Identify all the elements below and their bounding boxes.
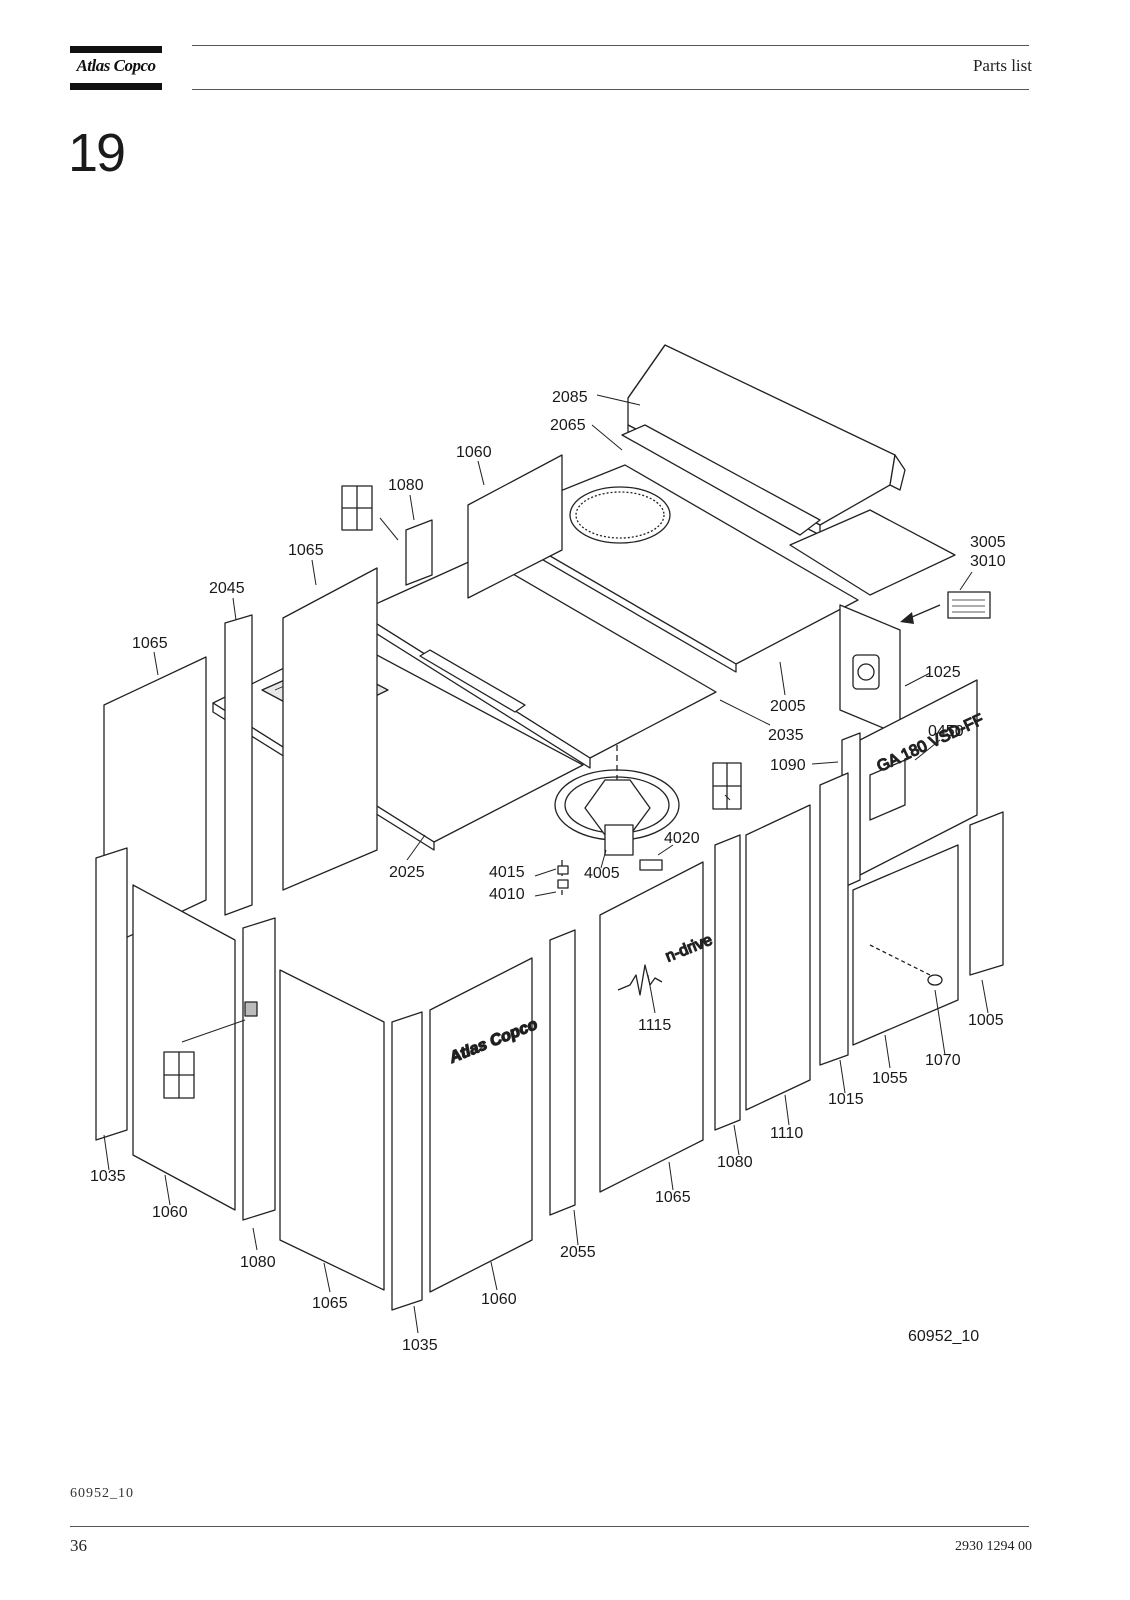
part-post-1080-front [242, 917, 276, 1221]
part-panel-1110 [745, 804, 811, 1111]
safety-label-mid [712, 762, 742, 810]
part-hood-frame [621, 424, 821, 536]
part-door-1060-left [132, 884, 258, 1211]
pointer-arrow [900, 604, 941, 624]
page-number: 36 [70, 1536, 87, 1555]
callout-1080: 1080 [717, 1154, 753, 1171]
callout-1035: 1035 [402, 1337, 438, 1354]
header-title: Parts list [972, 56, 1032, 75]
callout-1025: 1025 [925, 664, 961, 681]
part-fan-assembly [554, 745, 680, 895]
callout-1080: 1080 [240, 1254, 276, 1271]
callout-1065: 1065 [288, 542, 324, 559]
safety-label-top [341, 485, 373, 531]
callout-0450: 0450 [928, 723, 964, 740]
part-4020-bracket [639, 859, 663, 871]
callout-1055: 1055 [872, 1070, 908, 1087]
callout-1115: 1115 [638, 1017, 671, 1034]
part-right-door-1055 [852, 844, 959, 1046]
callout-2065: 2065 [550, 417, 586, 434]
callout-3010: 3010 [970, 553, 1006, 570]
callout-1070: 1070 [925, 1052, 961, 1069]
part-back-panel-1065 [282, 567, 378, 891]
callout-1065: 1065 [132, 635, 168, 652]
part-post-2045 [224, 614, 253, 916]
callout-labels: 2085 2065 1060 1080 1065 2045 1065 3005 … [90, 389, 1006, 1354]
diagram-parts: GA 180 VSD-FF n-drive Atlas Copc [95, 344, 1004, 1311]
callout-3005: 3005 [970, 534, 1006, 551]
part-post-1005 [969, 811, 1004, 976]
callout-1065: 1065 [312, 1295, 348, 1312]
callout-1110: 1110 [770, 1125, 803, 1142]
atlas-copco-logo: Atlas Copco [70, 46, 162, 90]
section-number: 19 [68, 123, 126, 183]
callout-1005: 1005 [968, 1012, 1004, 1029]
logo-wordmark: Atlas Copco [76, 56, 156, 75]
part-post-2055 [549, 929, 576, 1216]
fan-grille-hole [569, 486, 671, 544]
part-post-1035-front [391, 1011, 423, 1311]
part-post-1035-left [95, 847, 128, 1141]
callout-1015: 1015 [828, 1091, 864, 1108]
part-panel-1065-front [279, 969, 385, 1291]
callout-4015: 4015 [489, 864, 525, 881]
document-number: 2930 1294 00 [955, 1539, 1032, 1554]
part-rear-right-frame [839, 604, 901, 736]
callout-1060: 1060 [152, 1204, 188, 1221]
header-rule-top [192, 45, 1029, 46]
diagram-figure-id: 60952_10 [908, 1328, 979, 1345]
part-nameplate [947, 591, 991, 619]
callout-4005: 4005 [584, 865, 620, 882]
callout-2055: 2055 [560, 1244, 596, 1261]
leader-lines [103, 394, 989, 1334]
part-back-panel-1060 [467, 454, 563, 599]
callout-2025: 2025 [389, 864, 425, 881]
callout-4010: 4010 [489, 886, 525, 903]
part-rear-top-deck [487, 464, 859, 673]
part-middle-top-deck [357, 555, 717, 769]
footer-figure-ref: 60952_10 [70, 1486, 134, 1501]
part-control-panel-0450: GA 180 VSD-FF [859, 679, 987, 876]
callout-1060: 1060 [456, 444, 492, 461]
callout-1035: 1035 [90, 1168, 126, 1185]
callout-2045: 2045 [209, 580, 245, 597]
callout-1080: 1080 [388, 477, 424, 494]
callout-2035: 2035 [768, 727, 804, 744]
logo-bar-top [70, 46, 162, 53]
part-right-top-plate [789, 509, 956, 596]
safety-label-left [163, 1051, 195, 1099]
header-rule-bottom [192, 89, 1029, 90]
callout-2085: 2085 [552, 389, 588, 406]
part-panel-1060-brand: Atlas Copco [429, 957, 541, 1293]
part-post-1080-top [405, 519, 433, 586]
callout-1065: 1065 [655, 1189, 691, 1206]
footer-rule [70, 1526, 1029, 1527]
part-post-1015 [819, 772, 849, 1066]
callout-1060: 1060 [481, 1291, 517, 1308]
part-post-1080-mid [714, 834, 741, 1131]
callout-4020: 4020 [664, 830, 700, 847]
callout-2005: 2005 [770, 698, 806, 715]
callout-1090: 1090 [770, 757, 806, 774]
logo-bar-bottom [70, 83, 162, 90]
